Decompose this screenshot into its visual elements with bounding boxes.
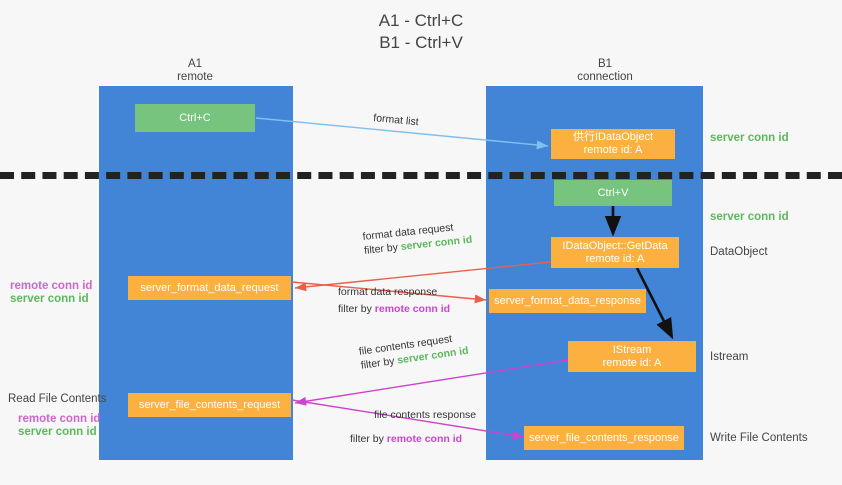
- left-label-remote-conn-id-lower: remote conn id: [18, 413, 101, 425]
- arrow-format-data-response: [291, 281, 487, 304]
- arrow-format-data-request: [294, 261, 551, 292]
- lane-header-b1-sub: connection: [577, 71, 633, 83]
- diagram-title-line2: B1 - Ctrl+V: [379, 33, 463, 52]
- lane-header-a1-name: A1: [187, 58, 203, 70]
- node-idataobject-getdata-line2: remote id: A: [585, 252, 645, 265]
- arrow-file-contents-request: [294, 359, 569, 406]
- edge-label-file-contents-response-line1: file contents response: [374, 409, 477, 421]
- lane-header-a1: A1 remote: [135, 58, 255, 84]
- right-label-server-conn-id-mid: server conn id: [710, 211, 789, 223]
- node-ctrl-v-label: Ctrl+V: [597, 186, 629, 199]
- left-label-server-conn-id-lower: server conn id: [18, 426, 97, 438]
- node-server-file-contents-response-label: server_file_contents_response: [529, 431, 679, 444]
- node-idataobject-line2: remote id: A: [583, 144, 643, 156]
- edge-label-format-data-response-filter-key: remote conn id: [374, 303, 451, 315]
- node-ctrl-c[interactable]: Ctrl+C: [135, 104, 255, 132]
- edge-label-file-contents-response-filter-prefix: filter by: [350, 433, 387, 445]
- node-istream[interactable]: IStream remote id: A: [568, 341, 696, 372]
- arrow-getdata-to-istream: [635, 267, 674, 340]
- lane-header-b1-name: B1: [597, 58, 613, 70]
- edge-label-file-contents-response-filter: filter by remote conn id: [350, 432, 462, 446]
- right-label-istream: Istream: [710, 351, 749, 363]
- node-istream-line1: IStream: [612, 343, 652, 356]
- right-label-server-conn-id-top: server conn id: [710, 132, 789, 144]
- lane-header-b1: B1 connection: [545, 58, 665, 84]
- node-server-format-data-response-label: server_format_data_response: [494, 294, 641, 307]
- edge-label-format-data-response-filter-prefix: filter by: [338, 303, 375, 315]
- node-server-file-contents-response[interactable]: server_file_contents_response: [524, 426, 684, 450]
- right-label-write-file-contents: Write File Contents: [710, 432, 808, 444]
- node-server-file-contents-request-label: server_file_contents_request: [138, 398, 281, 411]
- phase-divider: [0, 172, 842, 179]
- diagram-title-line1: A1 - Ctrl+C: [378, 11, 464, 30]
- edge-label-format-data-response-line2: filter by remote conn id: [338, 302, 450, 316]
- edge-label-format-data-request-filter-prefix: filter by: [363, 241, 402, 257]
- arrow-file-contents-response: [291, 399, 525, 440]
- node-idataobject[interactable]: 供行IDataObject remote id: A: [551, 129, 675, 159]
- node-server-format-data-request-label: server_format_data_request: [140, 281, 279, 294]
- left-label-server-conn-id-upper: server conn id: [10, 293, 89, 305]
- edge-label-format-data-response: format data response filter by remote co…: [338, 285, 450, 316]
- left-label-remote-conn-id-upper: remote conn id: [10, 280, 93, 292]
- node-istream-line2: remote id: A: [602, 356, 662, 369]
- node-idataobject-line1: 供行IDataObject: [572, 131, 654, 143]
- node-server-file-contents-request[interactable]: server_file_contents_request: [128, 393, 291, 417]
- node-server-format-data-response[interactable]: server_format_data_response: [489, 289, 646, 313]
- node-server-format-data-request[interactable]: server_format_data_request: [128, 276, 291, 300]
- edge-label-file-contents-response: file contents response: [374, 408, 476, 422]
- node-idataobject-getdata[interactable]: IDataObject::GetData remote id: A: [551, 237, 679, 268]
- edge-label-format-data-response-line1: format data response: [338, 286, 438, 298]
- lane-header-a1-sub: remote: [177, 71, 213, 83]
- arrow-format-list: [255, 117, 549, 150]
- node-ctrl-v[interactable]: Ctrl+V: [554, 180, 672, 206]
- node-ctrl-c-label: Ctrl+C: [179, 111, 211, 124]
- left-label-read-file-contents: Read File Contents: [8, 393, 107, 405]
- edge-label-file-contents-response-filter-key: remote conn id: [386, 433, 463, 445]
- node-idataobject-getdata-line1: IDataObject::GetData: [562, 239, 668, 252]
- right-label-dataobject: DataObject: [710, 246, 768, 258]
